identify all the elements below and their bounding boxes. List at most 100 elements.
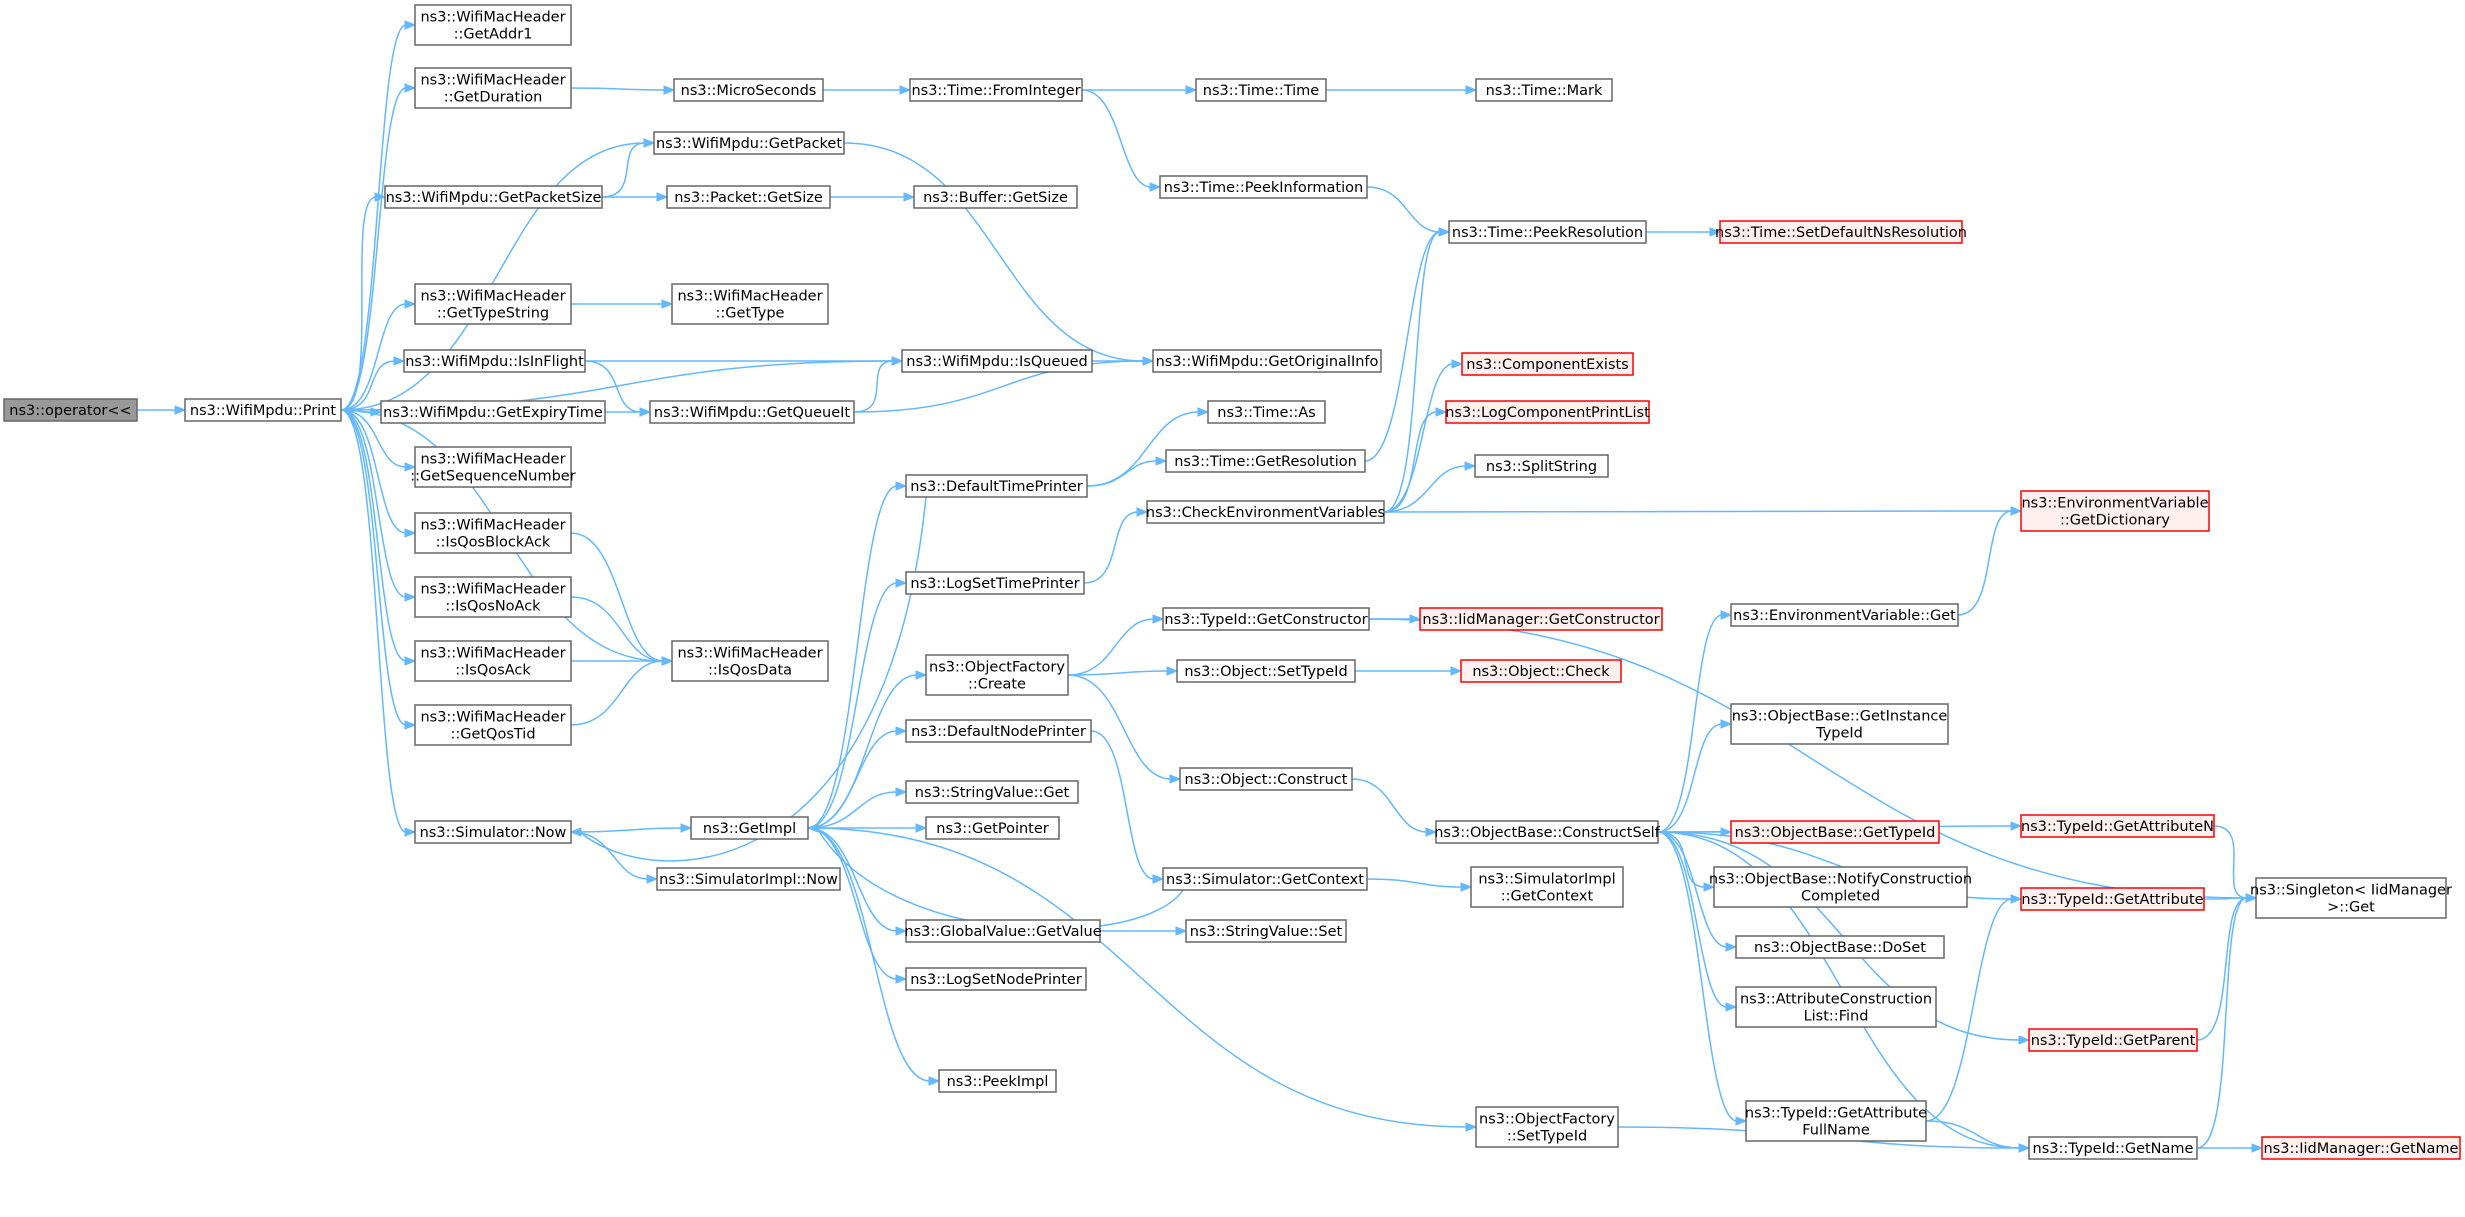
node-label: ns3::LogComponentPrintList: [1445, 405, 1650, 421]
function-node-defaulttimeprinter[interactable]: ns3::DefaultTimePrinter: [905, 474, 1088, 498]
function-node-getimpl[interactable]: ns3::GetImpl: [690, 816, 809, 840]
node-box: [673, 78, 824, 102]
function-node-mark[interactable]: ns3::Time::Mark: [1475, 78, 1613, 102]
function-node-getpacket[interactable]: ns3::WifiMpdu::GetPacket: [653, 131, 845, 155]
function-node-splitstring[interactable]: ns3::SplitString: [1474, 454, 1609, 478]
node-box: [414, 640, 572, 682]
function-node-iidgetconstructor[interactable]: ns3::IidManager::GetConstructor: [1419, 607, 1663, 631]
function-node-iidgetname[interactable]: ns3::IidManager::GetName: [2261, 1136, 2461, 1160]
function-node-typeidgetname[interactable]: ns3::TypeId::GetName: [2028, 1136, 2198, 1160]
function-node-isqueued[interactable]: ns3::WifiMpdu::IsQueued: [901, 349, 1093, 373]
call-edge-line: [1351, 778, 1428, 833]
call-edge-line: [853, 360, 894, 413]
function-node-peekimpl[interactable]: ns3::PeekImpl: [938, 1069, 1057, 1093]
function-node-getpacketsize[interactable]: ns3::WifiMpdu::GetPacketSize: [384, 185, 603, 209]
function-node-objconstruct[interactable]: ns3::Object::Construct: [1179, 767, 1353, 791]
function-node-logcomponentprintlist[interactable]: ns3::LogComponentPrintList: [1445, 400, 1650, 424]
node-box: [414, 446, 572, 488]
function-node-timetime[interactable]: ns3::Time::Time: [1195, 78, 1327, 102]
function-node-simnow[interactable]: ns3::Simulator::Now: [414, 820, 572, 844]
call-edge-line: [1925, 1120, 2021, 1149]
function-node-objcheck[interactable]: ns3::Object::Check: [1460, 659, 1622, 683]
call-edge-line: [1083, 511, 1139, 584]
function-node-singletonget[interactable]: ns3::Singleton< IidManager>::Get: [2250, 877, 2452, 919]
function-node-objfactorysettypeid[interactable]: ns3::ObjectFactory::SetTypeId: [1475, 1106, 1619, 1148]
function-node-getparent[interactable]: ns3::TypeId::GetParent: [2028, 1028, 2198, 1052]
function-node-constructself[interactable]: ns3::ObjectBase::ConstructSelf: [1434, 820, 1661, 844]
call-edge: [1657, 831, 1738, 1012]
call-edge-line: [570, 660, 664, 726]
function-node-getoriginalinfo[interactable]: ns3::WifiMpdu::GetOriginalInfo: [1152, 349, 1382, 373]
node-label: ::IsQosData: [708, 663, 792, 679]
function-node-buffergetsize[interactable]: ns3::Buffer::GetSize: [913, 185, 1078, 209]
node-box: [1185, 919, 1347, 943]
function-node-frominteger[interactable]: ns3::Time::FromInteger: [909, 78, 1083, 102]
call-edge-line: [340, 409, 407, 726]
function-node-simimplgetcontext[interactable]: ns3::SimulatorImpl::GetContext: [1470, 866, 1624, 908]
function-node-microseconds[interactable]: ns3::MicroSeconds: [673, 78, 824, 102]
function-node-envget[interactable]: ns3::EnvironmentVariable::Get: [1730, 603, 1959, 627]
arrowhead: [915, 823, 928, 833]
arrowhead: [806, 823, 819, 833]
function-node-simgetcontext[interactable]: ns3::Simulator::GetContext: [1162, 867, 1368, 891]
function-node-defaultnodeprinter[interactable]: ns3::DefaultNodePrinter: [905, 719, 1092, 743]
function-node-doset[interactable]: ns3::ObjectBase::DoSet: [1735, 935, 1945, 959]
function-node-getqostid[interactable]: ns3::WifiMacHeader::GetQosTid: [414, 704, 572, 746]
function-node-getpointer[interactable]: ns3::GetPointer: [925, 816, 1060, 840]
function-node-isqosnoack[interactable]: ns3::WifiMacHeader::IsQosNoAck: [414, 576, 572, 618]
function-node-isqosack[interactable]: ns3::WifiMacHeader::IsQosAck: [414, 640, 572, 682]
call-edge: [1925, 894, 2023, 1122]
function-node-isqosdata[interactable]: ns3::WifiMacHeader::IsQosData: [671, 640, 829, 682]
call-edge: [2196, 893, 2258, 1149]
function-node-root[interactable]: ns3::operator<<: [3, 398, 138, 422]
function-node-getexpirytime[interactable]: ns3::WifiMpdu::GetExpiryTime: [380, 400, 606, 424]
function-node-timeas[interactable]: ns3::Time::As: [1207, 400, 1326, 424]
function-node-simimplnow[interactable]: ns3::SimulatorImpl::Now: [656, 867, 841, 891]
function-node-getattributen[interactable]: ns3::TypeId::GetAttributeN: [2020, 814, 2215, 838]
function-node-setdefaultnsres[interactable]: ns3::Time::SetDefaultNsResolution: [1715, 220, 1967, 244]
function-node-getseqnum[interactable]: ns3::WifiMacHeader::GetSequenceNumber: [410, 446, 576, 488]
function-node-typeidgetconstructor[interactable]: ns3::TypeId::GetConstructor: [1162, 607, 1370, 631]
function-node-isqosblockack[interactable]: ns3::WifiMacHeader::IsQosBlockAck: [414, 512, 572, 554]
function-node-getduration[interactable]: ns3::WifiMacHeader::GetDuration: [414, 67, 572, 109]
function-node-envgetdict[interactable]: ns3::EnvironmentVariable::GetDictionary: [2020, 490, 2210, 532]
function-node-logsettimeprinter[interactable]: ns3::LogSetTimePrinter: [905, 571, 1085, 595]
function-node-stringvalueset[interactable]: ns3::StringValue::Set: [1185, 919, 1347, 943]
function-node-gettype[interactable]: ns3::WifiMacHeader::GetType: [671, 283, 829, 325]
function-node-print[interactable]: ns3::WifiMpdu::Print: [184, 398, 342, 422]
node-label: ns3::WifiMpdu::GetOriginalInfo: [1156, 354, 1379, 370]
call-edge-line: [1090, 730, 1155, 880]
function-node-objbasegettypeid[interactable]: ns3::ObjectBase::GetTypeId: [1730, 820, 1940, 844]
call-edge-line: [340, 409, 407, 662]
function-node-checkenv[interactable]: ns3::CheckEnvironmentVariables: [1146, 500, 1385, 524]
function-node-stringvalueget[interactable]: ns3::StringValue::Get: [905, 780, 1079, 804]
call-edge: [340, 409, 417, 538]
function-node-gettypestring[interactable]: ns3::WifiMacHeader::GetTypeString: [414, 283, 572, 325]
function-node-peekresolution[interactable]: ns3::Time::PeekResolution: [1448, 220, 1647, 244]
function-node-getattribute[interactable]: ns3::TypeId::GetAttribute: [2020, 887, 2205, 911]
arrowhead: [680, 823, 693, 833]
node-box: [649, 400, 855, 424]
function-node-isinflight[interactable]: ns3::WifiMpdu::IsInFlight: [403, 349, 586, 373]
function-node-objfactorycreate[interactable]: ns3::ObjectFactory::Create: [925, 654, 1069, 696]
function-node-objsettypeid[interactable]: ns3::Object::SetTypeId: [1176, 659, 1356, 683]
function-node-notifyconstruction[interactable]: ns3::ObjectBase::NotifyConstructionCompl…: [1709, 866, 1972, 908]
call-edge: [601, 138, 656, 198]
function-node-peekinformation[interactable]: ns3::Time::PeekInformation: [1159, 175, 1368, 199]
function-node-logsetnodeprinter[interactable]: ns3::LogSetNodePrinter: [905, 967, 1087, 991]
call-edge: [1067, 674, 1182, 784]
function-node-getresolution[interactable]: ns3::Time::GetResolution: [1165, 449, 1366, 473]
function-node-componentexists[interactable]: ns3::ComponentExists: [1461, 352, 1634, 376]
function-node-packetgetsize[interactable]: ns3::Packet::GetSize: [666, 185, 831, 209]
node-box: [1195, 78, 1327, 102]
function-node-getaddr1[interactable]: ns3::WifiMacHeader::GetAddr1: [414, 4, 572, 46]
function-node-globalvaluegetvalue[interactable]: ns3::GlobalValue::GetValue: [904, 919, 1102, 943]
node-box: [909, 78, 1083, 102]
node-box: [2020, 490, 2210, 532]
function-node-getqueueit[interactable]: ns3::WifiMpdu::GetQueueIt: [649, 400, 855, 424]
node-label: ns3::SimulatorImpl: [1478, 872, 1615, 888]
arrowhead: [2018, 1143, 2031, 1153]
